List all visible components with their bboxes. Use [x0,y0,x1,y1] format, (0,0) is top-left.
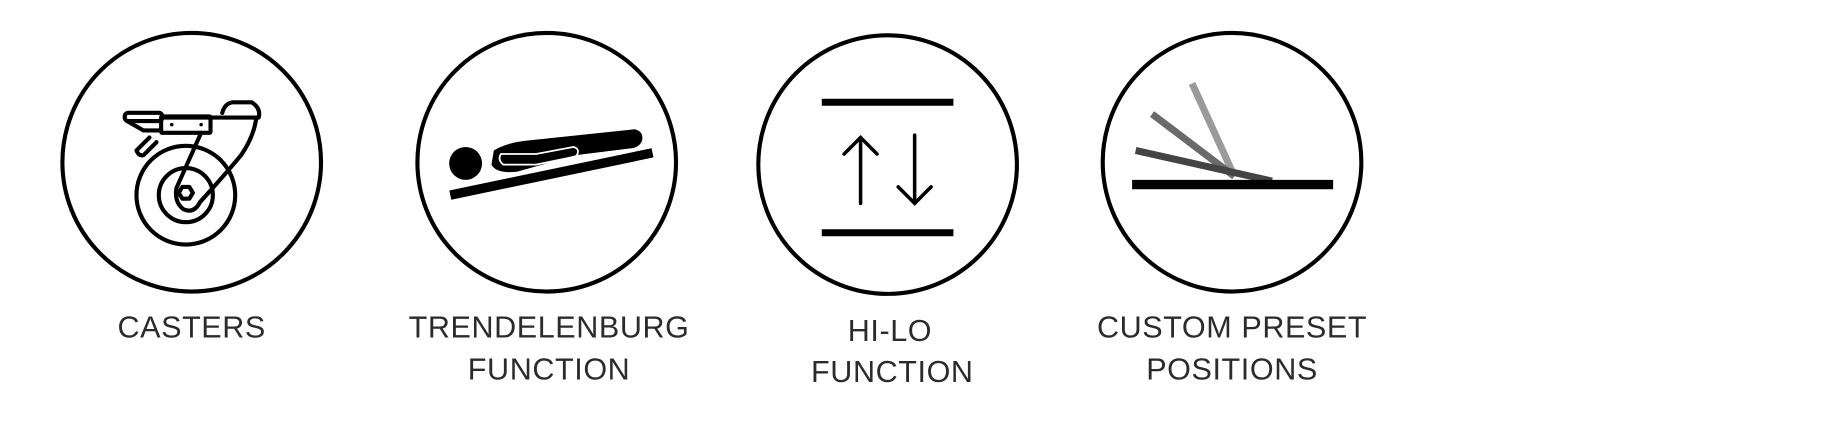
feature-label: CASTERS [118,310,266,344]
feature-label: FUNCTION [468,353,631,387]
hi-lo-icon [821,98,954,237]
icon-circle [415,30,679,294]
feature-hi-lo: HI-LO FUNCTION [756,33,1019,389]
feature-label: TRENDELENBURG [409,310,690,344]
arrow-up-icon [842,135,879,206]
arrow-down-icon [896,133,933,206]
caster-wheel-icon [122,100,262,247]
feature-label: FUNCTION [811,355,974,389]
feature-trendelenburg: TRENDELENBURG FUNCTION [409,30,690,387]
icon-circle [60,30,324,294]
feature-casters: CASTERS [60,30,324,344]
icon-circle [756,33,1019,296]
feature-label: POSITIONS [1146,353,1318,387]
feature-custom-preset: CUSTOM PRESET POSITIONS [1097,30,1367,387]
feature-label: CUSTOM PRESET [1097,310,1367,344]
icon-circle [1100,30,1364,294]
feature-label: HI-LO [848,314,932,348]
preset-positions-icon [1132,81,1334,190]
trendelenburg-icon [449,129,654,200]
